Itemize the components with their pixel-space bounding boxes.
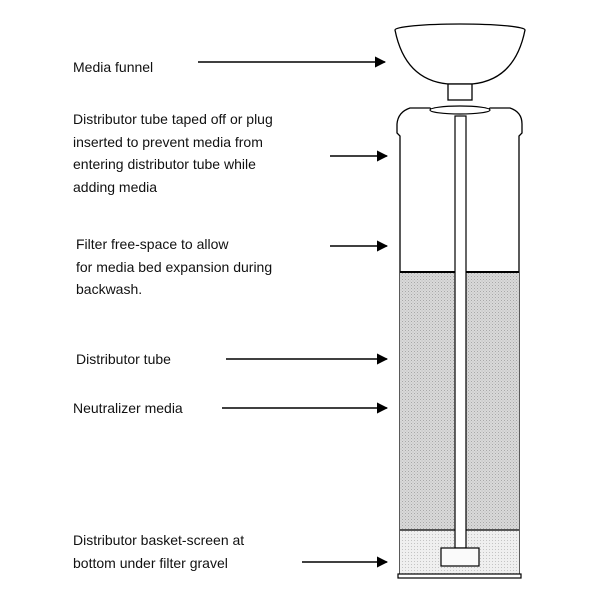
distributor-tube-shape bbox=[454, 115, 467, 549]
label-line: backwash. bbox=[76, 281, 143, 297]
label-neutralizer-media: Neutralizer media bbox=[73, 397, 183, 420]
label-line: Distributor tube taped off or plug bbox=[73, 111, 273, 127]
label-line: bottom under filter gravel bbox=[73, 554, 228, 571]
label-distributor-basket: Distributor basket-screen at bottom unde… bbox=[73, 529, 244, 574]
label-filter-free-space: Filter free-space to allow for media bed… bbox=[76, 233, 272, 301]
label-line: entering distributor tube while bbox=[73, 156, 256, 172]
label-distributor-tube-text: Distributor tube bbox=[76, 351, 171, 367]
label-distributor-tube: Distributor tube bbox=[76, 348, 171, 371]
label-media-funnel: Media funnel bbox=[73, 56, 153, 79]
label-media-funnel-text: Media funnel bbox=[73, 59, 154, 75]
callout-arrows bbox=[198, 56, 389, 568]
filter-tank bbox=[396, 105, 523, 579]
label-distributor-tube-plug: Distributor tube taped off or plug inser… bbox=[73, 108, 273, 198]
label-line: adding media bbox=[73, 178, 158, 195]
label-line: Distributor basket-screen at bbox=[73, 532, 245, 548]
distributor-basket-shape bbox=[440, 547, 480, 567]
label-line: for media bed expansion during bbox=[76, 258, 273, 275]
label-line: inserted to prevent media from bbox=[73, 133, 263, 150]
label-neutralizer-media-text: Neutralizer media bbox=[73, 400, 183, 416]
label-line: Filter free-space to allow bbox=[76, 236, 229, 252]
media-funnel bbox=[394, 23, 526, 101]
